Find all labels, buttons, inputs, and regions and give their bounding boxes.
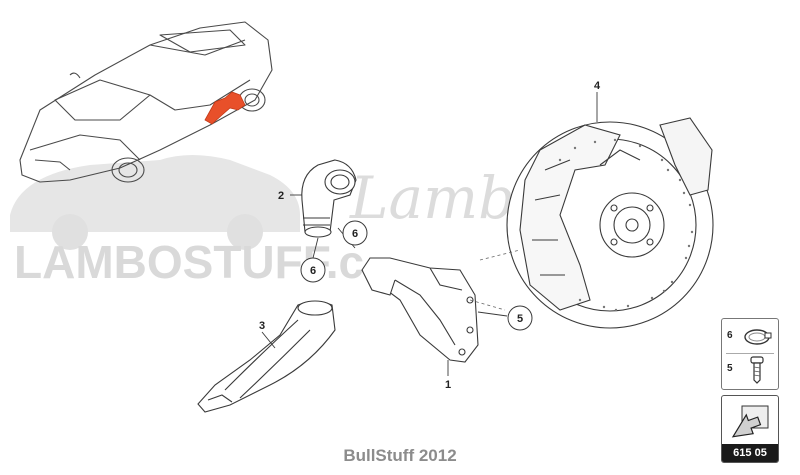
watermark-car-silhouette: [10, 155, 300, 250]
legend-item-hose-clamp: 6: [722, 322, 778, 352]
legend-item-number: 5: [727, 363, 733, 374]
callout-5-label: 5: [517, 313, 523, 325]
page-reference-code: 615 05: [722, 444, 778, 462]
callout-1-label: 1: [445, 379, 451, 391]
hardware-legend: 6 5: [721, 318, 779, 390]
callout-4: 4: [594, 80, 601, 92]
part-3-lower-duct: [197, 300, 336, 413]
callout-4-label: 4: [594, 80, 601, 92]
leader-lines: [261, 92, 598, 376]
car-highlighted-part: [204, 91, 246, 125]
part-1-air-duct: [361, 257, 479, 363]
callout-2-label: 2: [278, 190, 284, 202]
callout-6a-label: 6: [352, 228, 358, 240]
footer-caption: BullStuff 2012: [343, 446, 457, 465]
page-reference-box[interactable]: 615 05: [721, 395, 779, 463]
callout-2: 2: [278, 190, 284, 202]
part-2-elbow-duct: [301, 159, 357, 238]
legend-item-screw: 5: [722, 355, 778, 385]
legend-divider: [726, 353, 774, 354]
callout-3-label: 3: [259, 320, 265, 332]
part-4-brake-assembly: [506, 117, 714, 329]
screw-icon: [750, 356, 764, 384]
legend-item-number: 6: [727, 330, 733, 341]
arrow-page-icon: [731, 405, 769, 438]
dashed-leaders: [469, 249, 521, 311]
callout-5-circle: 5: [507, 305, 533, 331]
callout-6b-circle: 6: [300, 257, 326, 283]
callout-3: 3: [259, 320, 265, 332]
callout-1: 1: [445, 379, 451, 391]
brake-disc-perforations: [558, 138, 694, 312]
callout-6a-circle: 6: [342, 220, 368, 246]
callout-6b-label: 6: [310, 265, 316, 277]
hose-clamp-icon: [744, 329, 772, 345]
